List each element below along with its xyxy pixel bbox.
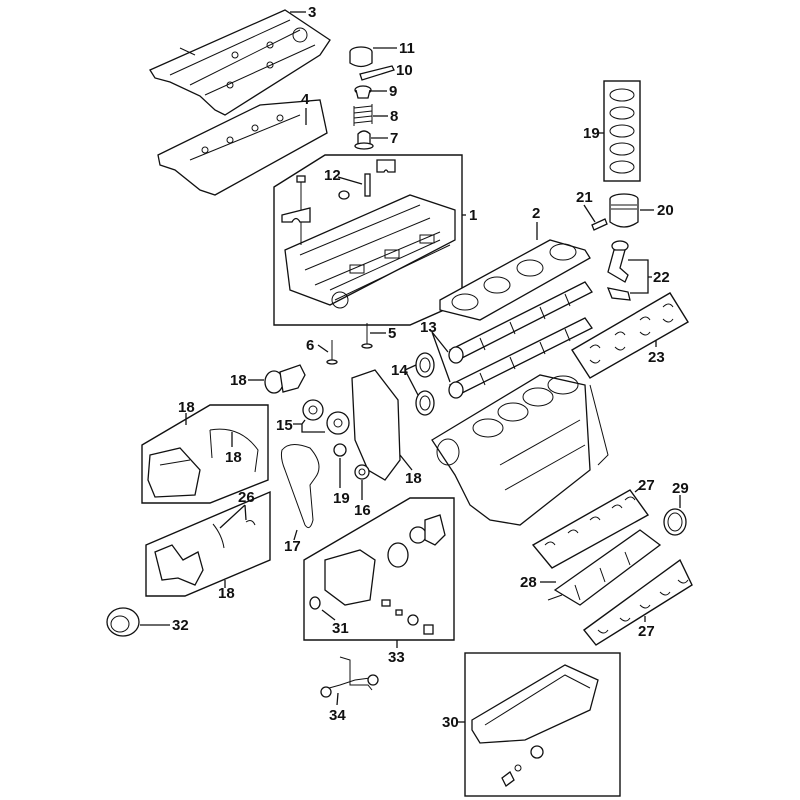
callout-27a[interactable]: 27 (638, 477, 655, 494)
camshaft-seal-lower[interactable] (415, 390, 435, 416)
timing-cover-upper[interactable] (147, 447, 201, 498)
callout-27b[interactable]: 27 (638, 623, 655, 640)
callout-30[interactable]: 32 (172, 617, 189, 634)
callout-11[interactable]: 11 (399, 40, 415, 57)
camshaft-lower[interactable] (448, 317, 593, 399)
callout-25[interactable]: 22 (653, 269, 670, 286)
cam-bearing-cap[interactable] (281, 207, 311, 223)
piston[interactable] (609, 193, 639, 228)
head-gasket[interactable] (439, 239, 591, 321)
callout-1[interactable]: 1 (469, 207, 477, 224)
oil-pump[interactable] (324, 514, 446, 635)
callout-32[interactable]: 30 (442, 714, 459, 731)
cylinder-head[interactable] (284, 194, 456, 309)
callout-8[interactable]: 8 (390, 108, 398, 125)
connecting-rod[interactable] (606, 240, 631, 301)
callout-19b: 26 (238, 489, 255, 506)
callout-21[interactable]: 19 (333, 490, 350, 507)
valve-stem-seal[interactable] (354, 130, 374, 150)
callout-16[interactable]: 16 (354, 502, 371, 519)
valve-cover[interactable] (149, 9, 331, 116)
timing-cover-lower-box (145, 490, 271, 597)
valve-spring[interactable] (353, 104, 373, 126)
idler-pulley[interactable] (354, 464, 370, 480)
callout-29[interactable]: 29 (672, 480, 689, 497)
callout-13[interactable]: 13 (420, 319, 437, 336)
valve-keeper[interactable] (359, 65, 395, 81)
camshaft-gear-1[interactable] (302, 399, 324, 421)
cover-seal-upper[interactable] (209, 428, 259, 473)
lifter[interactable] (349, 46, 373, 68)
main-bearings-upper[interactable] (544, 496, 636, 546)
oil-pickup-tube[interactable] (320, 656, 379, 698)
callout-17[interactable]: 17 (284, 538, 301, 555)
callout-26[interactable]: 23 (648, 349, 665, 366)
callout-4[interactable]: 4 (301, 91, 310, 108)
callout-18b[interactable]: 18 (405, 470, 422, 487)
callout-20[interactable]: 18 (230, 372, 247, 389)
timing-cover-lower[interactable] (154, 544, 204, 586)
camshaft-seal-upper[interactable] (415, 352, 435, 378)
main-bearings-lower-box (582, 558, 693, 646)
crankshaft-gear[interactable] (106, 607, 140, 637)
callout-7[interactable]: 7 (390, 130, 398, 147)
belt-tensioner[interactable] (264, 364, 306, 394)
camshaft-gear-2[interactable] (326, 411, 350, 435)
intake-valve[interactable] (361, 323, 373, 349)
exhaust-valve[interactable] (326, 340, 338, 365)
callout-28[interactable]: 28 (520, 574, 537, 591)
timing-belt[interactable] (280, 444, 320, 529)
callout-18c[interactable]: 18 (218, 585, 235, 602)
oil-pump-box (303, 497, 455, 641)
rod-bearings-box (571, 292, 689, 379)
front-seal[interactable] (309, 596, 321, 610)
main-bearings-lower[interactable] (597, 579, 689, 634)
callout-31[interactable]: 31 (332, 620, 349, 637)
callout-6[interactable]: 6 (306, 337, 314, 354)
callout-23[interactable]: 20 (657, 202, 674, 219)
timing-cover-rear[interactable] (351, 369, 401, 481)
piston-rings-box (603, 80, 641, 182)
timing-cover-upper-box (141, 404, 269, 504)
callout-18a[interactable]: 18 (178, 399, 195, 416)
rear-main-seal[interactable] (663, 508, 687, 536)
cam-bearing-cap-right[interactable] (376, 159, 396, 173)
callout-2[interactable]: 2 (532, 205, 540, 222)
callout-12[interactable]: 12 (324, 167, 341, 184)
callout-9[interactable]: 9 (389, 83, 397, 100)
callout-3[interactable]: 3 (308, 4, 316, 21)
callout-19a: 18 (225, 449, 242, 466)
cover-seal-lower[interactable] (212, 520, 256, 549)
rod-bearings[interactable] (589, 303, 674, 364)
idler[interactable] (333, 443, 347, 457)
callout-24[interactable]: 21 (576, 189, 593, 206)
valve-cover-gasket[interactable] (157, 99, 328, 196)
callout-10[interactable]: 10 (396, 62, 413, 79)
main-bearings-upper-box (531, 489, 650, 569)
callout-22[interactable]: 19 (583, 125, 600, 142)
callout-15[interactable]: 15 (276, 417, 293, 434)
callout-5[interactable]: 5 (388, 325, 396, 342)
callout-14[interactable]: 14 (391, 362, 408, 379)
camshaft-upper[interactable] (448, 281, 593, 364)
piston-rings[interactable] (609, 88, 635, 174)
spring-retainer[interactable] (354, 85, 372, 99)
callout-34[interactable]: 34 (329, 707, 346, 724)
piston-pin[interactable] (591, 218, 608, 231)
crankshaft[interactable] (547, 529, 662, 606)
engine-block[interactable] (431, 374, 609, 526)
valve-guide[interactable] (364, 173, 371, 197)
callout-33[interactable]: 33 (388, 649, 405, 666)
head-plug[interactable] (338, 190, 350, 200)
oil-pan[interactable] (471, 664, 599, 787)
oil-pan-box (464, 652, 621, 797)
